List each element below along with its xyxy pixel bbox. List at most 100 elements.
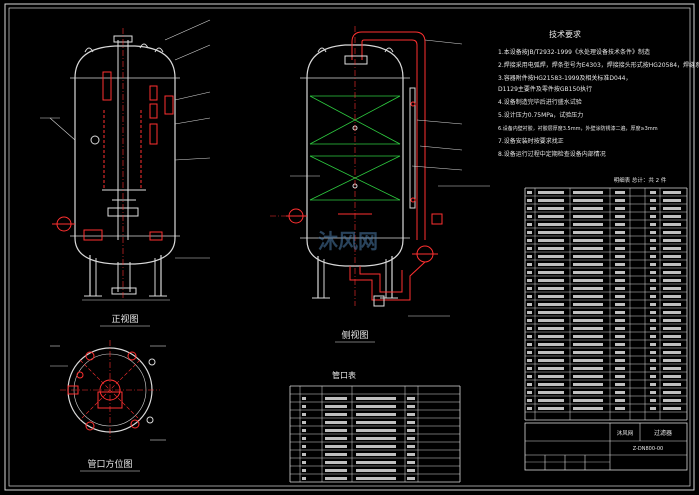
table-cell-text — [325, 477, 347, 480]
table-cell-text — [573, 311, 603, 314]
table-cell-text — [615, 191, 625, 194]
table-cell-text — [650, 279, 656, 282]
table-cell-text — [650, 359, 656, 362]
table-cell-text — [527, 263, 532, 266]
table-cell-text — [573, 359, 603, 362]
front-view-label: 正视图 — [111, 313, 138, 325]
table-cell-text — [650, 407, 656, 410]
table-cell-text — [663, 407, 681, 410]
table-cell-text — [538, 239, 564, 242]
table-cell-text — [615, 383, 625, 386]
table-cell-text — [650, 399, 656, 402]
table-cell-text — [325, 469, 347, 472]
table-cell-text — [650, 231, 656, 234]
table-cell-text — [302, 413, 306, 416]
table-cell-text — [615, 255, 625, 258]
table-cell-text — [573, 319, 603, 322]
table-cell-text — [302, 469, 306, 472]
table-cell-text — [573, 239, 603, 242]
table-cell-text — [538, 223, 564, 226]
tech-req-5: 5.设计压力0.75MPa，试验压力 — [498, 111, 583, 119]
table-cell-text — [407, 461, 415, 464]
table-cell-text — [573, 295, 603, 298]
table-cell-text — [573, 231, 603, 234]
table-cell-text — [356, 477, 396, 480]
table-cell-text — [325, 413, 347, 416]
table-cell-text — [650, 223, 656, 226]
table-cell-text — [325, 445, 347, 448]
tech-req-2: 2.焊接采用电弧焊，焊条型号为E4303，焊接接头形式按HG20584，焊缝系数… — [498, 61, 699, 69]
table-cell-text — [650, 287, 656, 290]
table-cell-text — [615, 207, 625, 210]
table-cell-text — [573, 407, 603, 410]
nozzle-table-title: 管口表 — [332, 370, 356, 380]
table-cell-text — [650, 247, 656, 250]
table-cell-text — [407, 397, 415, 400]
table-cell-text — [302, 445, 306, 448]
table-cell-text — [663, 311, 681, 314]
table-cell-text — [615, 327, 625, 330]
table-cell-text — [356, 437, 396, 440]
table-cell-text — [573, 391, 603, 394]
table-cell-text — [663, 391, 681, 394]
table-cell-text — [573, 375, 603, 378]
table-cell-text — [356, 445, 396, 448]
table-cell-text — [650, 303, 656, 306]
table-cell-text — [663, 263, 681, 266]
table-cell-text — [663, 215, 681, 218]
table-cell-text — [356, 413, 396, 416]
table-cell-text — [527, 207, 532, 210]
table-cell-text — [615, 375, 625, 378]
table-cell-text — [527, 351, 532, 354]
table-cell-text — [615, 199, 625, 202]
table-cell-text — [407, 477, 415, 480]
table-cell-text — [650, 311, 656, 314]
tech-req-1: 1.本设备按JB/T2932-1999《水处理设备技术条件》制造 — [498, 48, 650, 56]
table-cell-text — [407, 405, 415, 408]
table-cell-text — [615, 359, 625, 362]
table-cell-text — [650, 271, 656, 274]
table-cell-text — [527, 399, 532, 402]
table-cell-text — [615, 271, 625, 274]
table-cell-text — [650, 327, 656, 330]
table-cell-text — [615, 311, 625, 314]
table-cell-text — [615, 335, 625, 338]
table-cell-text — [527, 239, 532, 242]
table-cell-text — [538, 335, 564, 338]
table-cell-text — [663, 191, 681, 194]
table-cell-text — [527, 319, 532, 322]
table-cell-text — [573, 247, 603, 250]
table-cell-text — [356, 405, 396, 408]
title-block-company: 沐风网 — [617, 429, 634, 437]
tech-req-7: 7.设备安装时按要求找正 — [498, 137, 564, 145]
title-block-drawing-no: Z-DN800-00 — [633, 446, 663, 452]
table-cell-text — [663, 247, 681, 250]
table-cell-text — [650, 295, 656, 298]
table-cell-text — [302, 453, 306, 456]
table-cell-text — [573, 263, 603, 266]
table-cell-text — [325, 437, 347, 440]
table-cell-text — [538, 367, 564, 370]
table-cell-text — [650, 191, 656, 194]
table-cell-text — [615, 407, 625, 410]
table-cell-text — [538, 375, 564, 378]
table-cell-text — [527, 311, 532, 314]
table-cell-text — [407, 429, 415, 432]
table-cell-text — [663, 335, 681, 338]
table-cell-text — [663, 399, 681, 402]
table-cell-text — [302, 429, 306, 432]
table-cell-text — [663, 271, 681, 274]
table-cell-text — [573, 191, 603, 194]
title-block — [524, 422, 688, 471]
table-cell-text — [538, 287, 564, 290]
table-cell-text — [527, 215, 532, 218]
table-cell-text — [538, 327, 564, 330]
table-cell-text — [663, 343, 681, 346]
drawing-inner-frame — [8, 7, 691, 487]
table-cell-text — [302, 405, 306, 408]
table-cell-text — [650, 239, 656, 242]
table-cell-text — [356, 429, 396, 432]
title-block-drawing-name: 过滤器 — [654, 429, 672, 437]
table-cell-text — [538, 191, 564, 194]
table-cell-text — [573, 367, 603, 370]
